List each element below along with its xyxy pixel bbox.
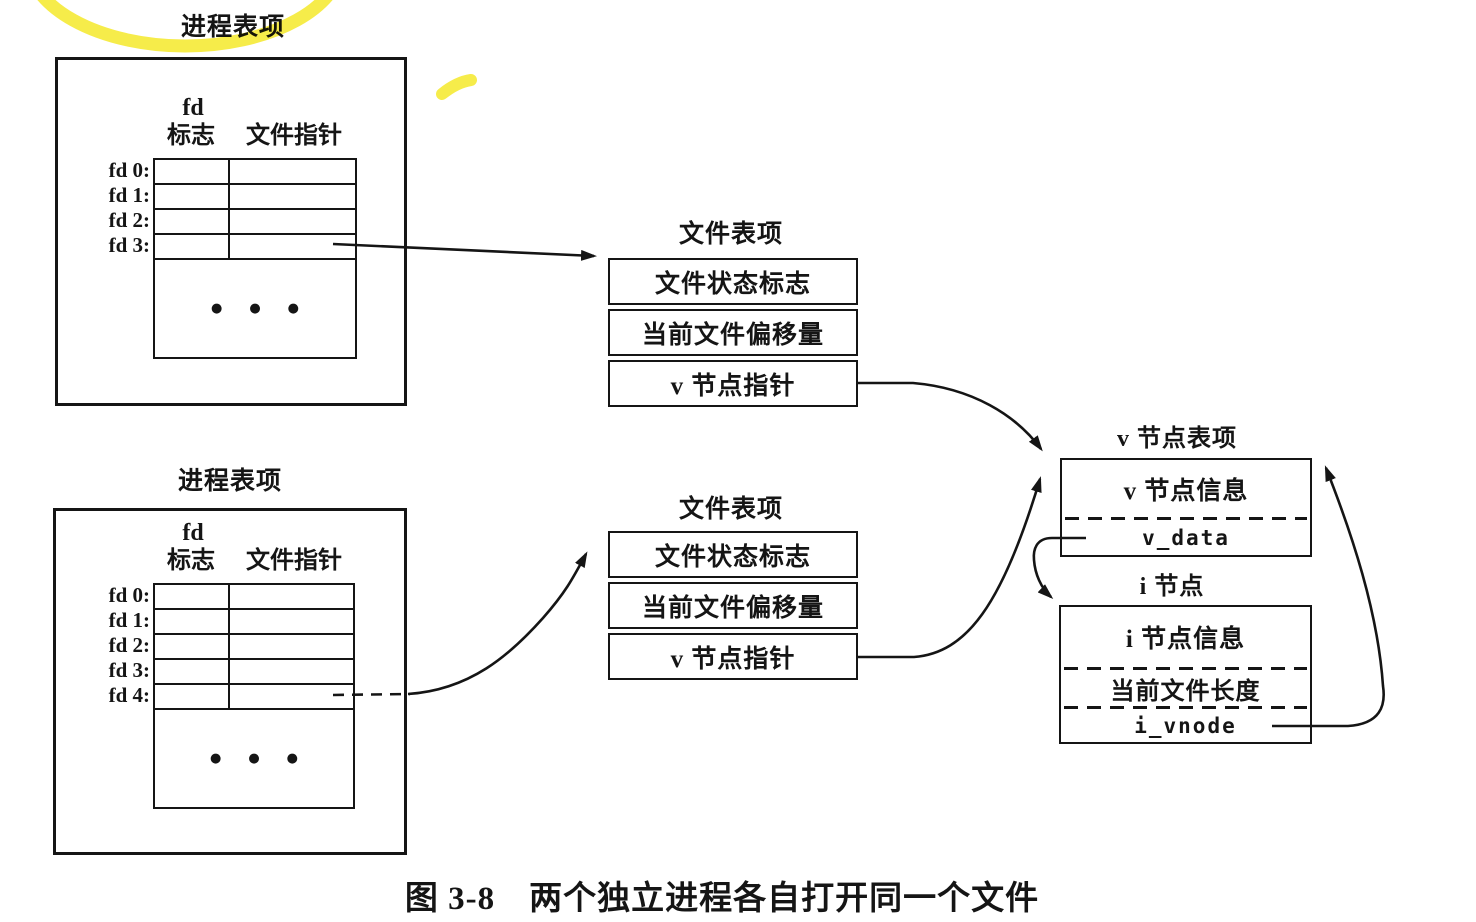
p1-row-label-fd3: fd 3: [108,233,150,257]
file-table-2-title: 文件表项 [678,496,783,523]
vnode-table-title: v 节点表项 [1117,426,1237,452]
p2-row-label-fd3: fd 3: [108,658,150,682]
p2-fd-row-0 [155,585,353,610]
inode-dashed-separator-2 [1064,706,1307,709]
file-table-2-vnode-pointer: v 节点指针 [608,633,858,680]
process-table-2-title: 进程表项 [177,468,282,495]
file-table-1-status-flags: 文件状态标志 [608,258,858,305]
file-table-2-status-flags: 文件状态标志 [608,531,858,578]
p1-row-label-fd1: fd 1: [108,183,150,207]
arrow-file-table-2-to-vnode [857,476,1042,659]
process-table-1-box [55,57,407,406]
p1-ellipsis-dots: ●●● [210,301,327,316]
file-table-2-current-offset: 当前文件偏移量 [608,582,858,629]
p1-fd-row-2 [155,210,355,235]
p2-header-file-pointer: 文件指针 [246,548,342,574]
p2-header-flags: 标志 [167,548,215,574]
p1-fd-table-column-divider [228,160,230,258]
p1-header-fd: fd [182,95,204,121]
yellow-highlighter-tick [436,74,477,100]
p1-fd-table [153,158,357,260]
p2-row-label-fd1: fd 1: [108,608,150,632]
file-table-1-vnode-pointer: v 节点指针 [608,360,858,407]
p2-row-label-fd4: fd 4: [108,683,150,707]
process-table-2-box [53,508,407,855]
inode-ivnode-cell: i_vnode [1134,713,1237,738]
p2-row-label-fd0: fd 0: [108,583,150,607]
arrow-file-table-1-to-vnode [857,381,1043,452]
p1-row-label-fd2: fd 2: [108,208,150,232]
p2-fd-row-4 [155,685,353,708]
p1-fd-row-0 [155,160,355,185]
inode-box: i 节点信息 当前文件长度 i_vnode [1059,605,1312,744]
arrow-fd4-to-file-table-2 [407,551,588,696]
file-table-1-current-offset: 当前文件偏移量 [608,309,858,356]
p2-fd-table [153,583,355,710]
p2-ellipsis-cell: ●●● [153,708,355,809]
inode-file-length-cell: 当前文件长度 [1110,678,1261,705]
p2-ellipsis-dots: ●●● [209,751,326,766]
p2-fd-row-2 [155,635,353,660]
inode-title: i 节点 [1139,574,1205,600]
vnode-dashed-separator [1065,517,1307,520]
figure-caption: 图 3-8 两个独立进程各自打开同一个文件 [404,881,1040,917]
inode-dashed-separator-1 [1064,667,1307,670]
p2-fd-row-3 [155,660,353,685]
vnode-info-cell: v 节点信息 [1123,477,1249,505]
process-table-1-title: 进程表项 [180,14,285,41]
p1-header-flags: 标志 [167,123,215,149]
p1-header-file-pointer: 文件指针 [246,123,342,149]
p1-fd-row-3 [155,235,355,258]
p2-fd-table-column-divider [228,585,230,708]
p1-row-label-fd0: fd 0: [108,158,150,182]
file-table-1-title: 文件表项 [678,221,783,248]
p2-header-fd: fd [182,520,204,546]
inode-info-cell: i 节点信息 [1125,626,1246,653]
p1-fd-row-1 [155,185,355,210]
p2-fd-row-1 [155,610,353,635]
vnode-vdata-cell: v_data [1142,525,1230,550]
vnode-table-box: v 节点信息 v_data [1060,458,1312,557]
p1-ellipsis-cell: ●●● [153,258,357,359]
p2-row-label-fd2: fd 2: [108,633,150,657]
